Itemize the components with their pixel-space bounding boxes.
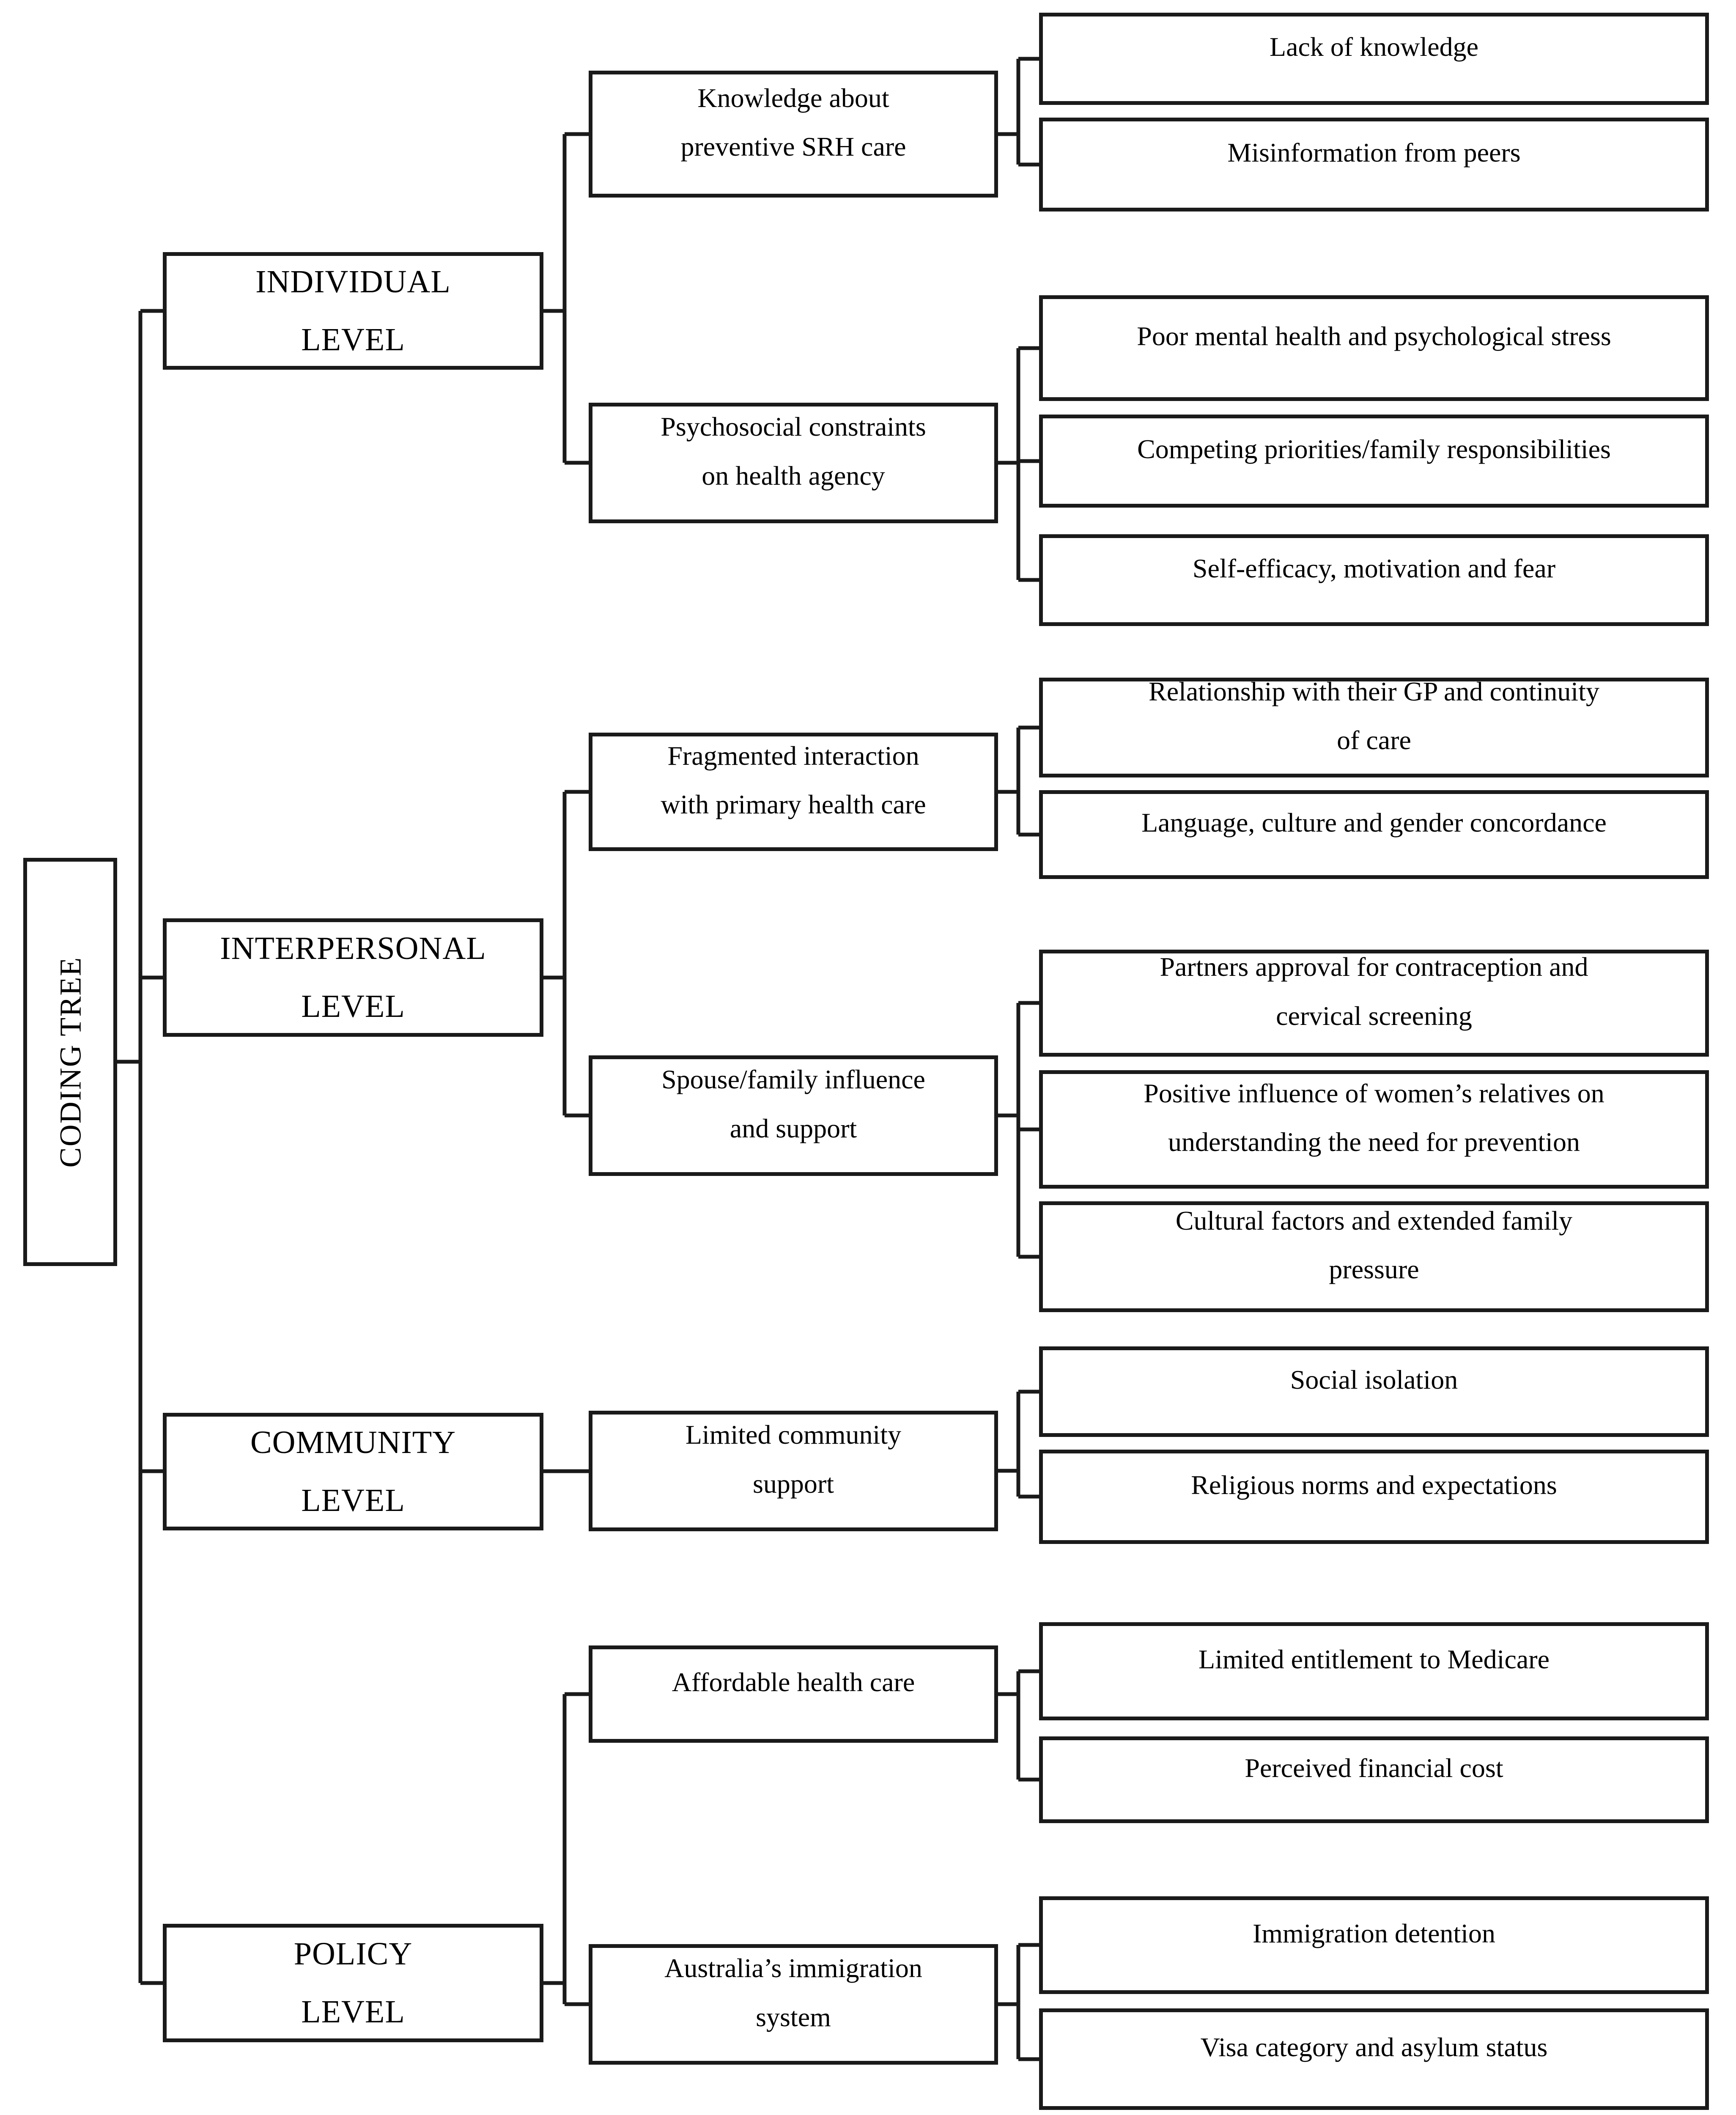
theme-box-australias-immigration-system: Australia’s immigration system [589, 1944, 998, 2065]
level-box-community: COMMUNITY LEVEL [163, 1413, 543, 1530]
connector-root-to-levels [117, 309, 163, 1985]
theme-box-fragmented-interaction: Fragmented interaction with primary heal… [589, 733, 998, 851]
level-label-interpersonal: INTERPERSONAL LEVEL [220, 931, 486, 1024]
subtheme-box-perceived-financial-cost: Perceived financial cost [1039, 1736, 1709, 1823]
subtheme-box-lack-of-knowledge: Lack of knowledge [1039, 13, 1709, 105]
connector-spouse-to-subthemes [998, 1001, 1039, 1259]
subtheme-box-immigration-detention: Immigration detention [1039, 1896, 1709, 1994]
subtheme-box-limited-entitlement-medicare: Limited entitlement to Medicare [1039, 1622, 1709, 1720]
connector-individual-to-themes [543, 132, 589, 465]
subtheme-box-cultural-factors-family-pressure: Cultural factors and extended family pre… [1039, 1201, 1709, 1312]
theme-box-spouse-family-influence: Spouse/family influence and support [589, 1055, 998, 1176]
connector-policy-to-themes [543, 1692, 589, 2006]
connector-fragmented-to-subthemes [998, 725, 1039, 837]
theme-box-limited-community-support: Limited community support [589, 1411, 998, 1531]
connector-psychosocial-to-subthemes [998, 346, 1039, 582]
theme-box-psychosocial-constraints: Psychosocial constraints on health agenc… [589, 403, 998, 523]
subtheme-box-visa-category-asylum-status: Visa category and asylum status [1039, 2008, 1709, 2110]
level-box-interpersonal: INTERPERSONAL LEVEL [163, 918, 543, 1037]
subtheme-box-social-isolation: Social isolation [1039, 1346, 1709, 1437]
connector-knowledge-to-subthemes [998, 57, 1039, 167]
level-label-individual: INDIVIDUAL LEVEL [255, 264, 451, 357]
level-box-individual: INDIVIDUAL LEVEL [163, 252, 543, 370]
theme-box-knowledge-preventive-srh: Knowledge about preventive SRH care [589, 71, 998, 198]
theme-box-affordable-health-care: Affordable health care [589, 1645, 998, 1743]
subtheme-box-partners-approval: Partners approval for contraception and … [1039, 950, 1709, 1057]
subtheme-box-language-culture-gender: Language, culture and gender concordance [1039, 790, 1709, 879]
connector-interpersonal-to-themes [543, 790, 589, 1118]
subtheme-box-relationship-with-gp: Relationship with their GP and continuit… [1039, 676, 1709, 777]
subtheme-box-competing-priorities: Competing priorities/family responsibili… [1039, 415, 1709, 508]
subtheme-box-self-efficacy-motivation-fear: Self-efficacy, motivation and fear [1039, 534, 1709, 626]
subtheme-box-poor-mental-health: Poor mental health and psychological str… [1039, 295, 1709, 401]
connector-affordable-to-subthemes [998, 1669, 1039, 1782]
connector-community-support-to-subthemes [998, 1390, 1039, 1499]
subtheme-box-religious-norms: Religious norms and expectations [1039, 1450, 1709, 1544]
level-label-policy: POLICY LEVEL [293, 1936, 413, 2030]
level-box-policy: POLICY LEVEL [163, 1924, 543, 2042]
subtheme-box-misinformation-from-peers: Misinformation from peers [1039, 118, 1709, 212]
subtheme-box-positive-influence-relatives: Positive influence of women’s relatives … [1039, 1070, 1709, 1189]
coding-tree-label: CODING TREE [53, 956, 87, 1167]
coding-tree-box: CODING TREE [23, 858, 117, 1266]
connector-immigration-to-subthemes [998, 1943, 1039, 2061]
level-label-community: COMMUNITY LEVEL [250, 1425, 456, 1518]
